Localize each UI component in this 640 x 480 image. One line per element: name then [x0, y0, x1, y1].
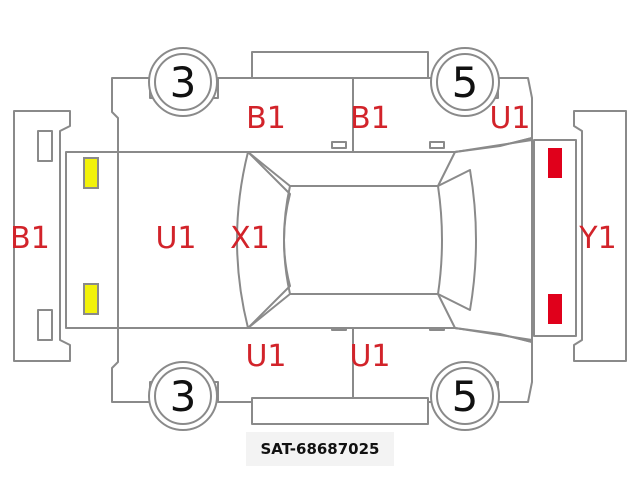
rear-bumper-detail-top: [37, 130, 53, 162]
wheel-rear-right: 5: [430, 361, 500, 431]
rear-light-left: [83, 157, 99, 189]
wheel-front-right: 5: [430, 47, 500, 117]
code-bottom-rear-door: U1: [245, 339, 286, 374]
code-top-rear-door: B1: [246, 101, 286, 136]
top-roof-rail: [251, 51, 429, 79]
stock-id-text: SAT-68687025: [260, 440, 380, 458]
code-bottom-front-door: U1: [349, 339, 390, 374]
wheel-number: 3: [170, 372, 197, 421]
wheel-front-left: 3: [148, 47, 218, 117]
front-light-left: [548, 148, 562, 178]
car-body-top-view: [65, 137, 533, 343]
wheel-number: 5: [452, 372, 479, 421]
rear-bumper: [13, 110, 71, 362]
rear-light-right: [83, 283, 99, 315]
bottom-roof-rail: [251, 397, 429, 425]
wheel-rear-left: 3: [148, 361, 218, 431]
code-top-front-door: B1: [350, 101, 390, 136]
code-top-front-fender: U1: [489, 101, 530, 136]
code-trunk: U1: [155, 221, 196, 256]
top-rear-door-handle: [331, 141, 347, 149]
code-front-bumper: Y1: [578, 221, 616, 256]
front-light-right: [548, 294, 562, 324]
code-rear-bumper: B1: [10, 221, 50, 256]
rear-bumper-detail-bottom: [37, 309, 53, 341]
code-rear-glass: X1: [230, 221, 270, 256]
top-front-door-handle: [429, 141, 445, 149]
stock-id-label: SAT-68687025: [246, 432, 394, 466]
windshield: [437, 169, 477, 311]
wheel-number: 5: [452, 58, 479, 107]
front-bumper: [573, 110, 627, 362]
wheel-number: 3: [170, 58, 197, 107]
